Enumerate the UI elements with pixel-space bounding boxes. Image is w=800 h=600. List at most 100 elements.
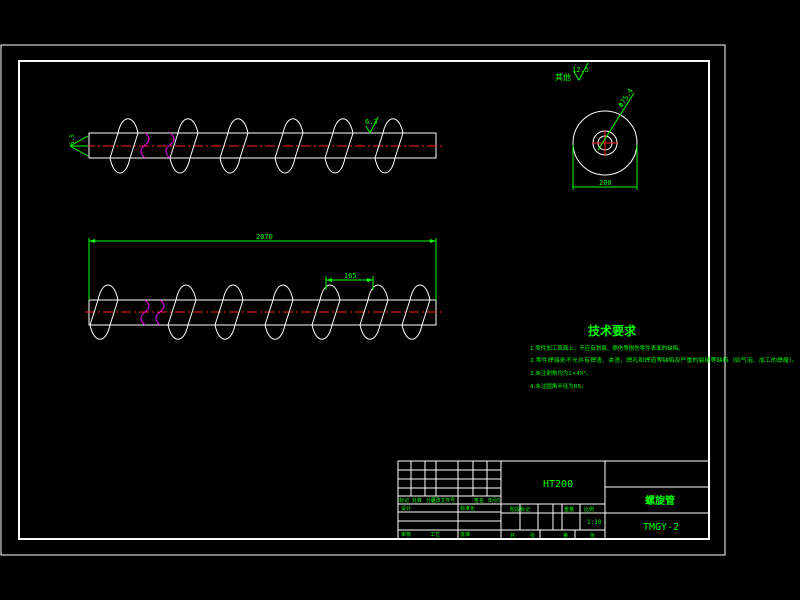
top-break-line bbox=[140, 132, 175, 159]
flight-crossing bbox=[374, 132, 384, 159]
sheet-label-3: 张 bbox=[590, 532, 595, 539]
flight-crossing bbox=[264, 299, 274, 326]
sign-label-design: 设计 bbox=[401, 505, 411, 512]
flight-lower-lobe bbox=[324, 157, 346, 174]
end-view: Φ75.4 200 其他 12.5 bbox=[555, 62, 638, 190]
part-name: 螺旋管 bbox=[645, 494, 675, 507]
stage-label-0: 阶段标记 bbox=[510, 506, 530, 513]
flight-crossing bbox=[129, 132, 139, 159]
top-roughness-value: 6.3 bbox=[365, 118, 378, 126]
end-view-diameter-leader bbox=[597, 92, 635, 151]
flight-crossing bbox=[234, 299, 244, 326]
flight-crossing bbox=[219, 132, 229, 159]
flight-crossing bbox=[214, 299, 224, 326]
flight-lower-lobe bbox=[169, 157, 191, 174]
check-label-1: 工艺 bbox=[430, 532, 440, 538]
flight-upper-lobe bbox=[282, 118, 304, 134]
stage-label-1: 重量 bbox=[564, 506, 574, 513]
flight-lower-lobe bbox=[109, 157, 131, 174]
flight-crossing bbox=[324, 132, 334, 159]
scale-value: 1:10 bbox=[587, 519, 602, 526]
flight-upper-lobe bbox=[382, 118, 404, 134]
top-roughness-symbol bbox=[365, 116, 379, 135]
roughness-other-value: 12.5 bbox=[572, 66, 589, 74]
inner-frame bbox=[18, 60, 710, 540]
tech-req-item-3: 3.未注倒角均为1×45°。 bbox=[530, 369, 592, 377]
flight-upper-lobe bbox=[227, 118, 249, 134]
flight-crossing bbox=[379, 299, 389, 326]
flight-lower-lobe bbox=[374, 157, 396, 174]
front-pitch-label: 165 bbox=[344, 272, 357, 280]
top-left-dim-arrow bbox=[69, 135, 89, 157]
row-label-1: 处数 bbox=[412, 497, 422, 504]
flight-lower-lobe bbox=[89, 324, 111, 340]
flight-crossing bbox=[189, 132, 199, 159]
end-view-outer-circle bbox=[572, 110, 638, 176]
flight-crossing bbox=[109, 132, 119, 159]
flight-crossing bbox=[187, 299, 197, 326]
title-block-text: HT200 螺旋管 TMGY-2 1:10 标记 处数 分区 更改文件号 签名 … bbox=[399, 479, 679, 539]
top-flights bbox=[109, 118, 404, 174]
sheet-label-0: 共 bbox=[510, 532, 515, 539]
end-view-width-label: 200 bbox=[599, 179, 612, 187]
flight-lower-lobe bbox=[167, 324, 189, 340]
flight-crossing bbox=[167, 299, 177, 326]
title-block-border bbox=[397, 460, 710, 540]
flight-upper-lobe bbox=[332, 118, 354, 134]
flight-crossing bbox=[109, 299, 119, 326]
flight-upper-lobe bbox=[117, 118, 139, 134]
drawing-number: TMGY-2 bbox=[643, 522, 679, 533]
flight-crossing bbox=[401, 299, 411, 326]
front-view: 2070 165 bbox=[85, 233, 442, 340]
flight-crossing bbox=[394, 132, 404, 159]
row-label-0: 标记 bbox=[399, 497, 409, 504]
flight-lower-lobe bbox=[401, 324, 423, 340]
technical-requirements: 技术要求 1.零件加工表面上，不应有划痕、擦伤等损伤零件表面的缺陷。 2.零件焊… bbox=[530, 323, 798, 390]
flight-upper-lobe bbox=[367, 284, 389, 301]
check-label-0: 审核 bbox=[401, 531, 411, 538]
tech-req-item-4: 4.未注圆角半径为R5。 bbox=[530, 382, 587, 390]
tech-req-item-1: 1.零件加工表面上，不应有划痕、擦伤等损伤零件表面的缺陷。 bbox=[530, 344, 684, 352]
flight-upper-lobe bbox=[222, 284, 244, 301]
flight-lower-lobe bbox=[359, 324, 381, 340]
flight-lower-lobe bbox=[311, 324, 333, 340]
tech-req-item-2: 2.零件焊接处不允许有焊渣、夹渣，焊孔和焊道等缺陷及严重的裂缝等缺陷（如气泡、加… bbox=[530, 356, 798, 364]
flight-lower-lobe bbox=[264, 324, 286, 340]
top-left-dim: 5.5 bbox=[69, 134, 76, 145]
stage-label-2: 比例 bbox=[584, 506, 594, 513]
row-label-3: 更改文件号 bbox=[431, 497, 455, 504]
flight-crossing bbox=[344, 132, 354, 159]
flight-crossing bbox=[274, 132, 284, 159]
title-block bbox=[397, 460, 710, 540]
front-flights bbox=[89, 284, 431, 340]
sign-label-standard: 标准化 bbox=[460, 505, 475, 512]
material-label: HT200 bbox=[543, 479, 573, 490]
flight-upper-lobe bbox=[319, 284, 341, 301]
tech-req-title: 技术要求 bbox=[588, 323, 637, 338]
flight-crossing bbox=[421, 299, 431, 326]
flight-lower-lobe bbox=[219, 157, 241, 174]
flight-upper-lobe bbox=[175, 284, 197, 301]
top-view: 5.5 6.3 bbox=[69, 116, 442, 174]
row-label-5: 年月日 bbox=[488, 497, 500, 504]
sheet-label-2: 第 bbox=[563, 532, 568, 539]
flight-upper-lobe bbox=[97, 284, 119, 301]
flight-crossing bbox=[311, 299, 321, 326]
check-label-2: 批准 bbox=[460, 531, 470, 538]
flight-crossing bbox=[169, 132, 179, 159]
row-label-2: 分区 bbox=[426, 497, 436, 504]
row-label-4: 签名 bbox=[474, 497, 484, 504]
roughness-other-label: 其他 bbox=[555, 72, 571, 82]
flight-crossing bbox=[284, 299, 294, 326]
flight-crossing bbox=[331, 299, 341, 326]
flight-lower-lobe bbox=[214, 324, 236, 340]
roughness-other-symbol bbox=[573, 62, 589, 82]
flight-upper-lobe bbox=[177, 118, 199, 134]
front-break-line bbox=[140, 299, 165, 326]
flight-lower-lobe bbox=[274, 157, 296, 174]
outer-frame bbox=[0, 44, 726, 556]
sheet-label-1: 张 bbox=[530, 532, 535, 539]
flight-crossing bbox=[239, 132, 249, 159]
flight-crossing bbox=[294, 132, 304, 159]
